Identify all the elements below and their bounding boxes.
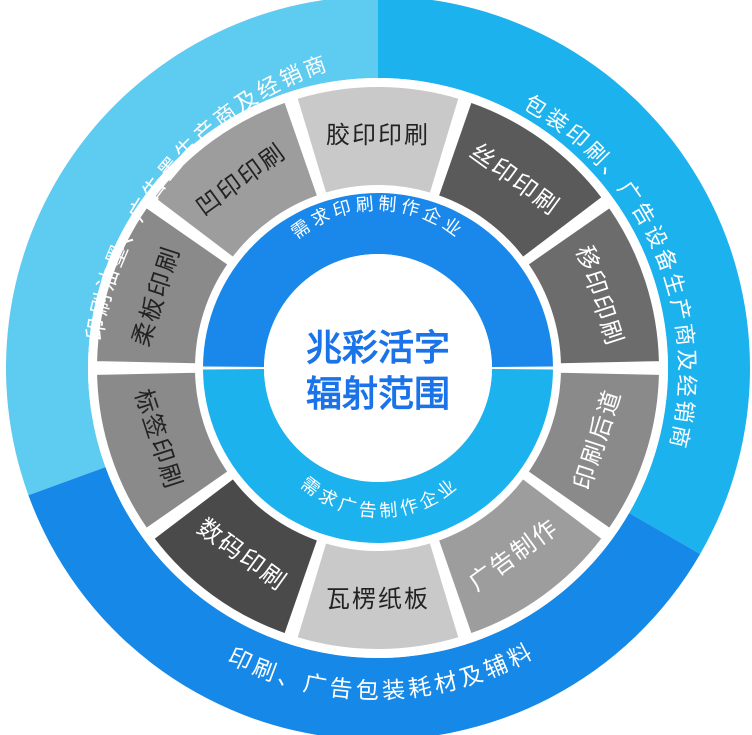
center-circle xyxy=(264,254,492,482)
inner-zone-bottom xyxy=(203,368,553,543)
segment-9 xyxy=(95,205,230,366)
center-title-line1: 兆彩活字 xyxy=(306,328,450,369)
segment-2 xyxy=(436,100,605,260)
outer-zone-right xyxy=(378,0,750,554)
inner-zone-top xyxy=(203,193,553,368)
segment-5 xyxy=(436,476,605,636)
segment-4 xyxy=(526,370,661,531)
segment-6 xyxy=(295,540,461,651)
segment-8 xyxy=(95,370,230,531)
segment-1 xyxy=(295,85,461,196)
segment-10 xyxy=(151,100,320,260)
center-title-line2: 辐射范围 xyxy=(306,374,450,415)
outer-zone-topleft xyxy=(6,0,378,496)
segment-7 xyxy=(151,476,320,636)
segment-label-1: 胶印印刷 xyxy=(326,121,430,149)
segment-3 xyxy=(526,205,661,366)
outer-zone-bottom xyxy=(28,467,701,735)
inner-ring xyxy=(203,193,553,543)
segment-label-6: 瓦楞纸板 xyxy=(326,585,430,613)
